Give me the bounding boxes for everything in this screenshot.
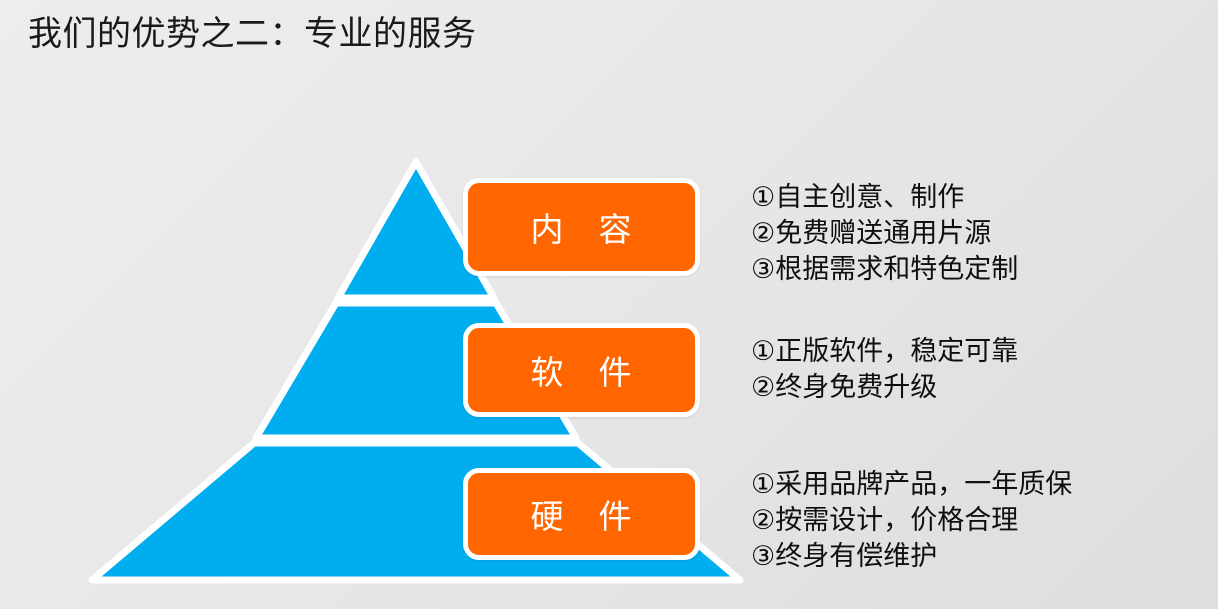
pyramid-level-content (334, 158, 498, 302)
notes-content: ①自主创意、制作 ②免费赠送通用片源 ③根据需求和特色定制 (751, 182, 1019, 285)
badge-hardware[interactable]: 硬 件 (463, 468, 700, 560)
notes-software: ①正版软件，稳定可靠 ②终身免费升级 (751, 336, 1019, 403)
badge-content[interactable]: 内 容 (463, 178, 700, 276)
badge-content-label: 内 容 (530, 210, 633, 249)
notes-hardware: ①采用品牌产品，一年质保 ②按需设计，价格合理 ③终身有偿维护 (751, 469, 1073, 572)
page-title: 我们的优势之二：专业的服务 (28, 14, 477, 54)
badge-hardware-label: 硬 件 (530, 497, 633, 536)
badge-software-label: 软 件 (530, 353, 633, 392)
badge-software[interactable]: 软 件 (463, 323, 700, 417)
